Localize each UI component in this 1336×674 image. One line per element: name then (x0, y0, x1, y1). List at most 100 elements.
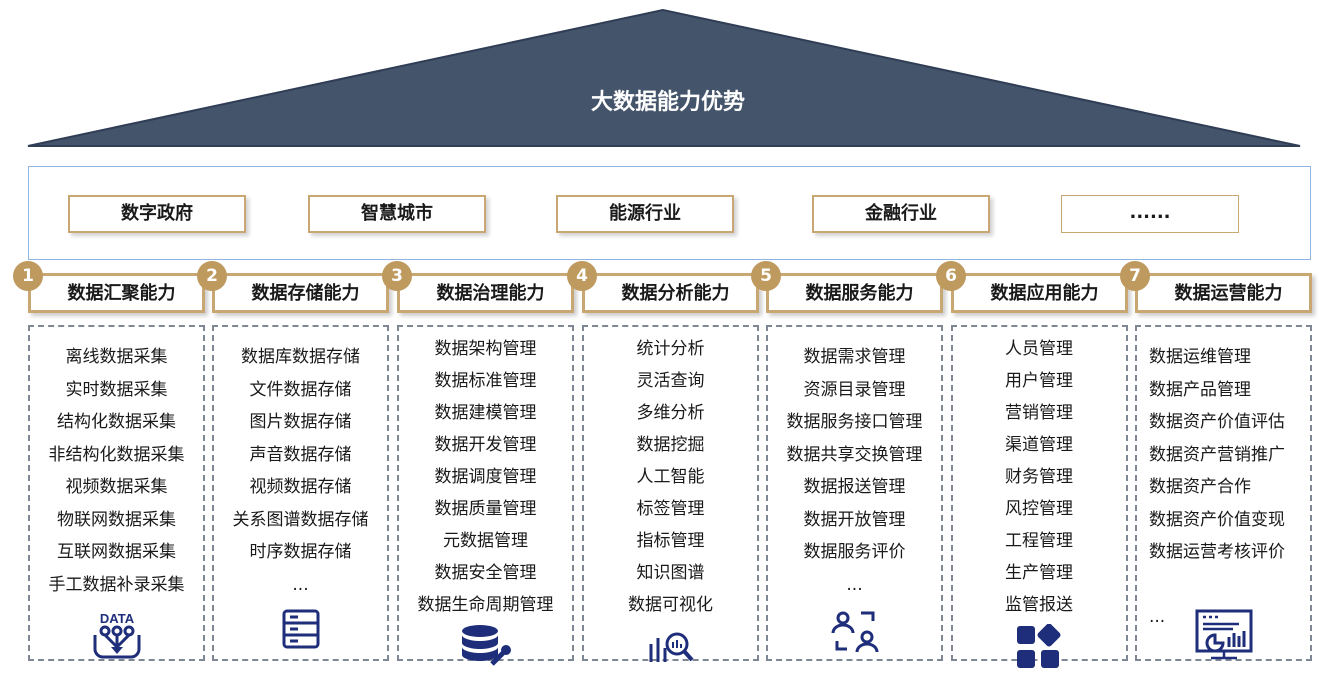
capability-item: 关系图谱数据存储 (232, 509, 369, 530)
capability-item: 渠道管理 (1005, 435, 1073, 455)
capability-item: 数据需求管理 (803, 347, 906, 367)
capability-list: 数据需求管理资源目录管理数据服务接口管理数据共享交换管理数据报送管理数据开放管理… (766, 325, 943, 661)
step-badge: 1 (13, 261, 43, 291)
capability-header: 数据分析能力 (582, 273, 759, 313)
capability-title: 数据应用能力 (990, 283, 1099, 304)
capability-item: 数据架构管理 (434, 339, 537, 359)
capability-item: 图片数据存储 (249, 412, 352, 432)
capability-item: 资源目录管理 (803, 379, 906, 400)
database-wrench-icon (460, 624, 512, 672)
capability-item (1149, 569, 1310, 602)
capability-item: 数据开发管理 (434, 435, 537, 455)
capability-item: 非结构化数据采集 (48, 444, 185, 465)
server-icon (281, 609, 321, 653)
capability-item: 数据安全管理 (434, 563, 537, 583)
capability-item: 人员管理 (1005, 339, 1073, 359)
capability-item: 风控管理 (1005, 499, 1073, 519)
step-badge: 2 (197, 261, 227, 291)
capability-item: 数据质量管理 (434, 499, 537, 519)
capability-item: 工程管理 (1005, 531, 1073, 551)
capability-title: 数据汇聚能力 (67, 283, 176, 304)
dashboard-monitor-icon (1195, 609, 1253, 665)
capability-item: ... (1149, 607, 1166, 627)
capability-list: 离线数据采集实时数据采集结构化数据采集非结构化数据采集视频数据采集物联网数据采集… (28, 325, 205, 661)
capability-item: ... (292, 574, 309, 595)
capability-item: 生产管理 (1005, 563, 1073, 583)
capability-header: 数据汇聚能力 (28, 273, 205, 313)
capability-item: 数据服务接口管理 (786, 412, 923, 432)
step-badge: 5 (751, 261, 781, 291)
step-badge: 4 (567, 261, 597, 291)
capability-item: 数据资产合作 (1149, 477, 1251, 497)
capability-header: 数据存储能力 (212, 273, 389, 313)
capability-title: 数据存储能力 (251, 283, 360, 304)
capability-item: 视频数据存储 (249, 477, 352, 497)
capability-item: 物联网数据采集 (57, 509, 176, 530)
capability-header: 数据应用能力 (951, 273, 1128, 313)
capability-title: 数据运营能力 (1174, 283, 1283, 304)
capability-item: 营销管理 (1005, 403, 1073, 423)
capability-header: 数据运营能力 (1135, 273, 1312, 313)
capability-item: 统计分析 (636, 339, 705, 359)
capability-item: 用户管理 (1005, 371, 1073, 391)
capability-header: 数据服务能力 (766, 273, 943, 313)
capability-item: 视频数据采集 (65, 477, 168, 497)
capability-item: 元数据管理 (443, 531, 528, 551)
capability-list: 数据架构管理数据标准管理数据建模管理数据开发管理数据调度管理数据质量管理元数据管… (397, 325, 574, 666)
capability-list: 数据库数据存储文件数据存储图片数据存储声音数据存储视频数据存储关系图谱数据存储时… (212, 325, 389, 661)
capability-title: 数据治理能力 (436, 283, 545, 304)
capability-item: 数据共享交换管理 (786, 444, 923, 465)
capability-list: 统计分析灵活查询多维分析数据挖掘人工智能标签管理指标管理知识图谱数据可视化 (582, 325, 759, 662)
capability-item: 数据调度管理 (434, 467, 537, 487)
capability-item: 数据开放管理 (803, 509, 906, 530)
capability-item: 数据报送管理 (803, 477, 906, 497)
step-badge: 7 (1120, 261, 1150, 291)
capability-item: 互联网数据采集 (57, 542, 176, 562)
step-badge: 6 (936, 261, 966, 291)
capability-item: 数据资产价值评估 (1149, 412, 1285, 432)
capability-item: 数据资产价值变现 (1149, 509, 1285, 530)
capability-item: ... (846, 574, 863, 595)
main-title: 大数据能力优势 (590, 90, 745, 115)
capability-item: 数据运营考核评价 (1149, 542, 1285, 562)
capability-item: 声音数据存储 (249, 444, 352, 465)
industry-item: ...... (1061, 195, 1239, 233)
capability-item: 数据产品管理 (1149, 379, 1251, 400)
capability-item: 文件数据存储 (249, 379, 352, 400)
capability-item: 灵活查询 (636, 371, 705, 391)
capability-item: 数据库数据存储 (241, 347, 360, 367)
capability-item: 手工数据补录采集 (48, 574, 185, 595)
capability-item: 数据运维管理 (1149, 347, 1251, 367)
capability-item: 数据资产营销推广 (1149, 444, 1285, 465)
capability-item: 时序数据存储 (249, 542, 352, 562)
capability-item: 数据建模管理 (434, 403, 537, 423)
svg-text:DATA: DATA (99, 611, 134, 626)
capability-item: 数据生命周期管理 (417, 595, 554, 615)
roof-triangle (27, 8, 1301, 147)
capability-item: 数据挖掘 (636, 435, 705, 455)
capability-item: 数据标准管理 (434, 371, 537, 391)
capability-header: 数据治理能力 (397, 273, 574, 313)
capability-item: 监管报送 (1005, 595, 1073, 615)
industry-item: 金融行业 (812, 195, 990, 233)
capability-item: 标签管理 (636, 499, 705, 519)
step-badge: 3 (382, 261, 412, 291)
industry-panel (28, 166, 1311, 260)
industry-item: 数字政府 (68, 195, 246, 233)
capability-item: 指标管理 (636, 531, 705, 551)
users-service-icon (829, 609, 881, 657)
capability-item: 财务管理 (1005, 467, 1073, 487)
capability-item: 数据服务评价 (803, 542, 906, 562)
capability-list: 数据运维管理数据产品管理数据资产价值评估数据资产营销推广数据资产合作数据资产价值… (1135, 325, 1312, 661)
capability-item: 数据可视化 (628, 595, 713, 615)
capability-list: 人员管理用户管理营销管理渠道管理财务管理风控管理工程管理生产管理监管报送 (951, 325, 1128, 668)
capability-title: 数据分析能力 (621, 283, 730, 304)
industry-item: 能源行业 (556, 195, 734, 233)
capability-item: 知识图谱 (636, 563, 705, 583)
industry-item: 智慧城市 (308, 195, 486, 233)
capability-item: 结构化数据采集 (57, 412, 176, 432)
data-flow-icon: DATA (87, 609, 147, 665)
capability-item: 多维分析 (636, 403, 705, 423)
chart-search-icon (647, 624, 695, 668)
capability-item: 离线数据采集 (65, 347, 168, 367)
